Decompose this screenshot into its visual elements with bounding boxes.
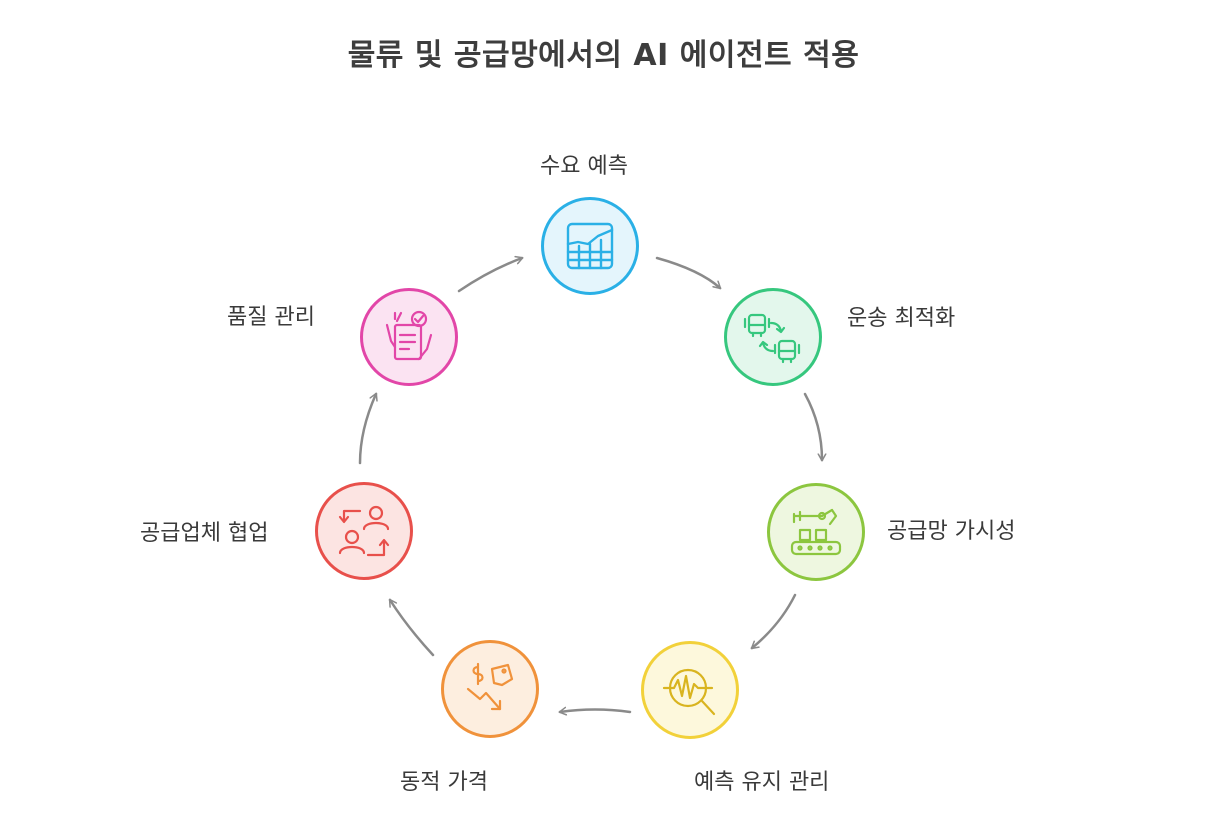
diagram-title: 물류 및 공급망에서의 AI 에이전트 적용 [347, 38, 860, 73]
label-supplier-collaboration: 공급업체 협업 [140, 521, 269, 546]
price-drop-icon [466, 662, 514, 711]
node-dynamic-pricing [441, 640, 539, 738]
arrow-demand-to-transport [655, 256, 722, 290]
node-supplier-collaboration [315, 482, 413, 580]
chart-grid-icon [566, 222, 614, 270]
node-supply-chain-visibility [767, 483, 865, 581]
checklist-hand-icon [385, 310, 433, 361]
arrow-suppliers-to-quality [358, 392, 378, 465]
label-demand-forecast: 수요 예측 [540, 154, 628, 179]
arrow-pricing-to-suppliers [388, 598, 435, 657]
conveyor-robot-arm-icon [790, 508, 842, 556]
arrow-quality-to-demand [457, 255, 524, 293]
people-exchange-icon [338, 505, 390, 557]
waveform-magnifier-icon [662, 668, 716, 716]
label-dynamic-pricing: 동적 가격 [400, 770, 488, 795]
arrow-visibility-to-maintenance [750, 593, 797, 650]
arrow-transport-to-visibility [803, 392, 827, 462]
label-predictive-maintenance: 예측 유지 관리 [694, 770, 830, 795]
label-quality-management: 품질 관리 [227, 305, 315, 330]
arrow-maintenance-to-pricing [558, 706, 632, 716]
bus-route-icon [743, 313, 801, 364]
node-transport-optimization [724, 288, 822, 386]
label-supply-chain-visibility: 공급망 가시성 [887, 519, 1016, 544]
node-quality-management [360, 288, 458, 386]
node-demand-forecast [541, 197, 639, 295]
label-transport-optimization: 운송 최적화 [847, 306, 956, 331]
node-predictive-maintenance [641, 641, 739, 739]
